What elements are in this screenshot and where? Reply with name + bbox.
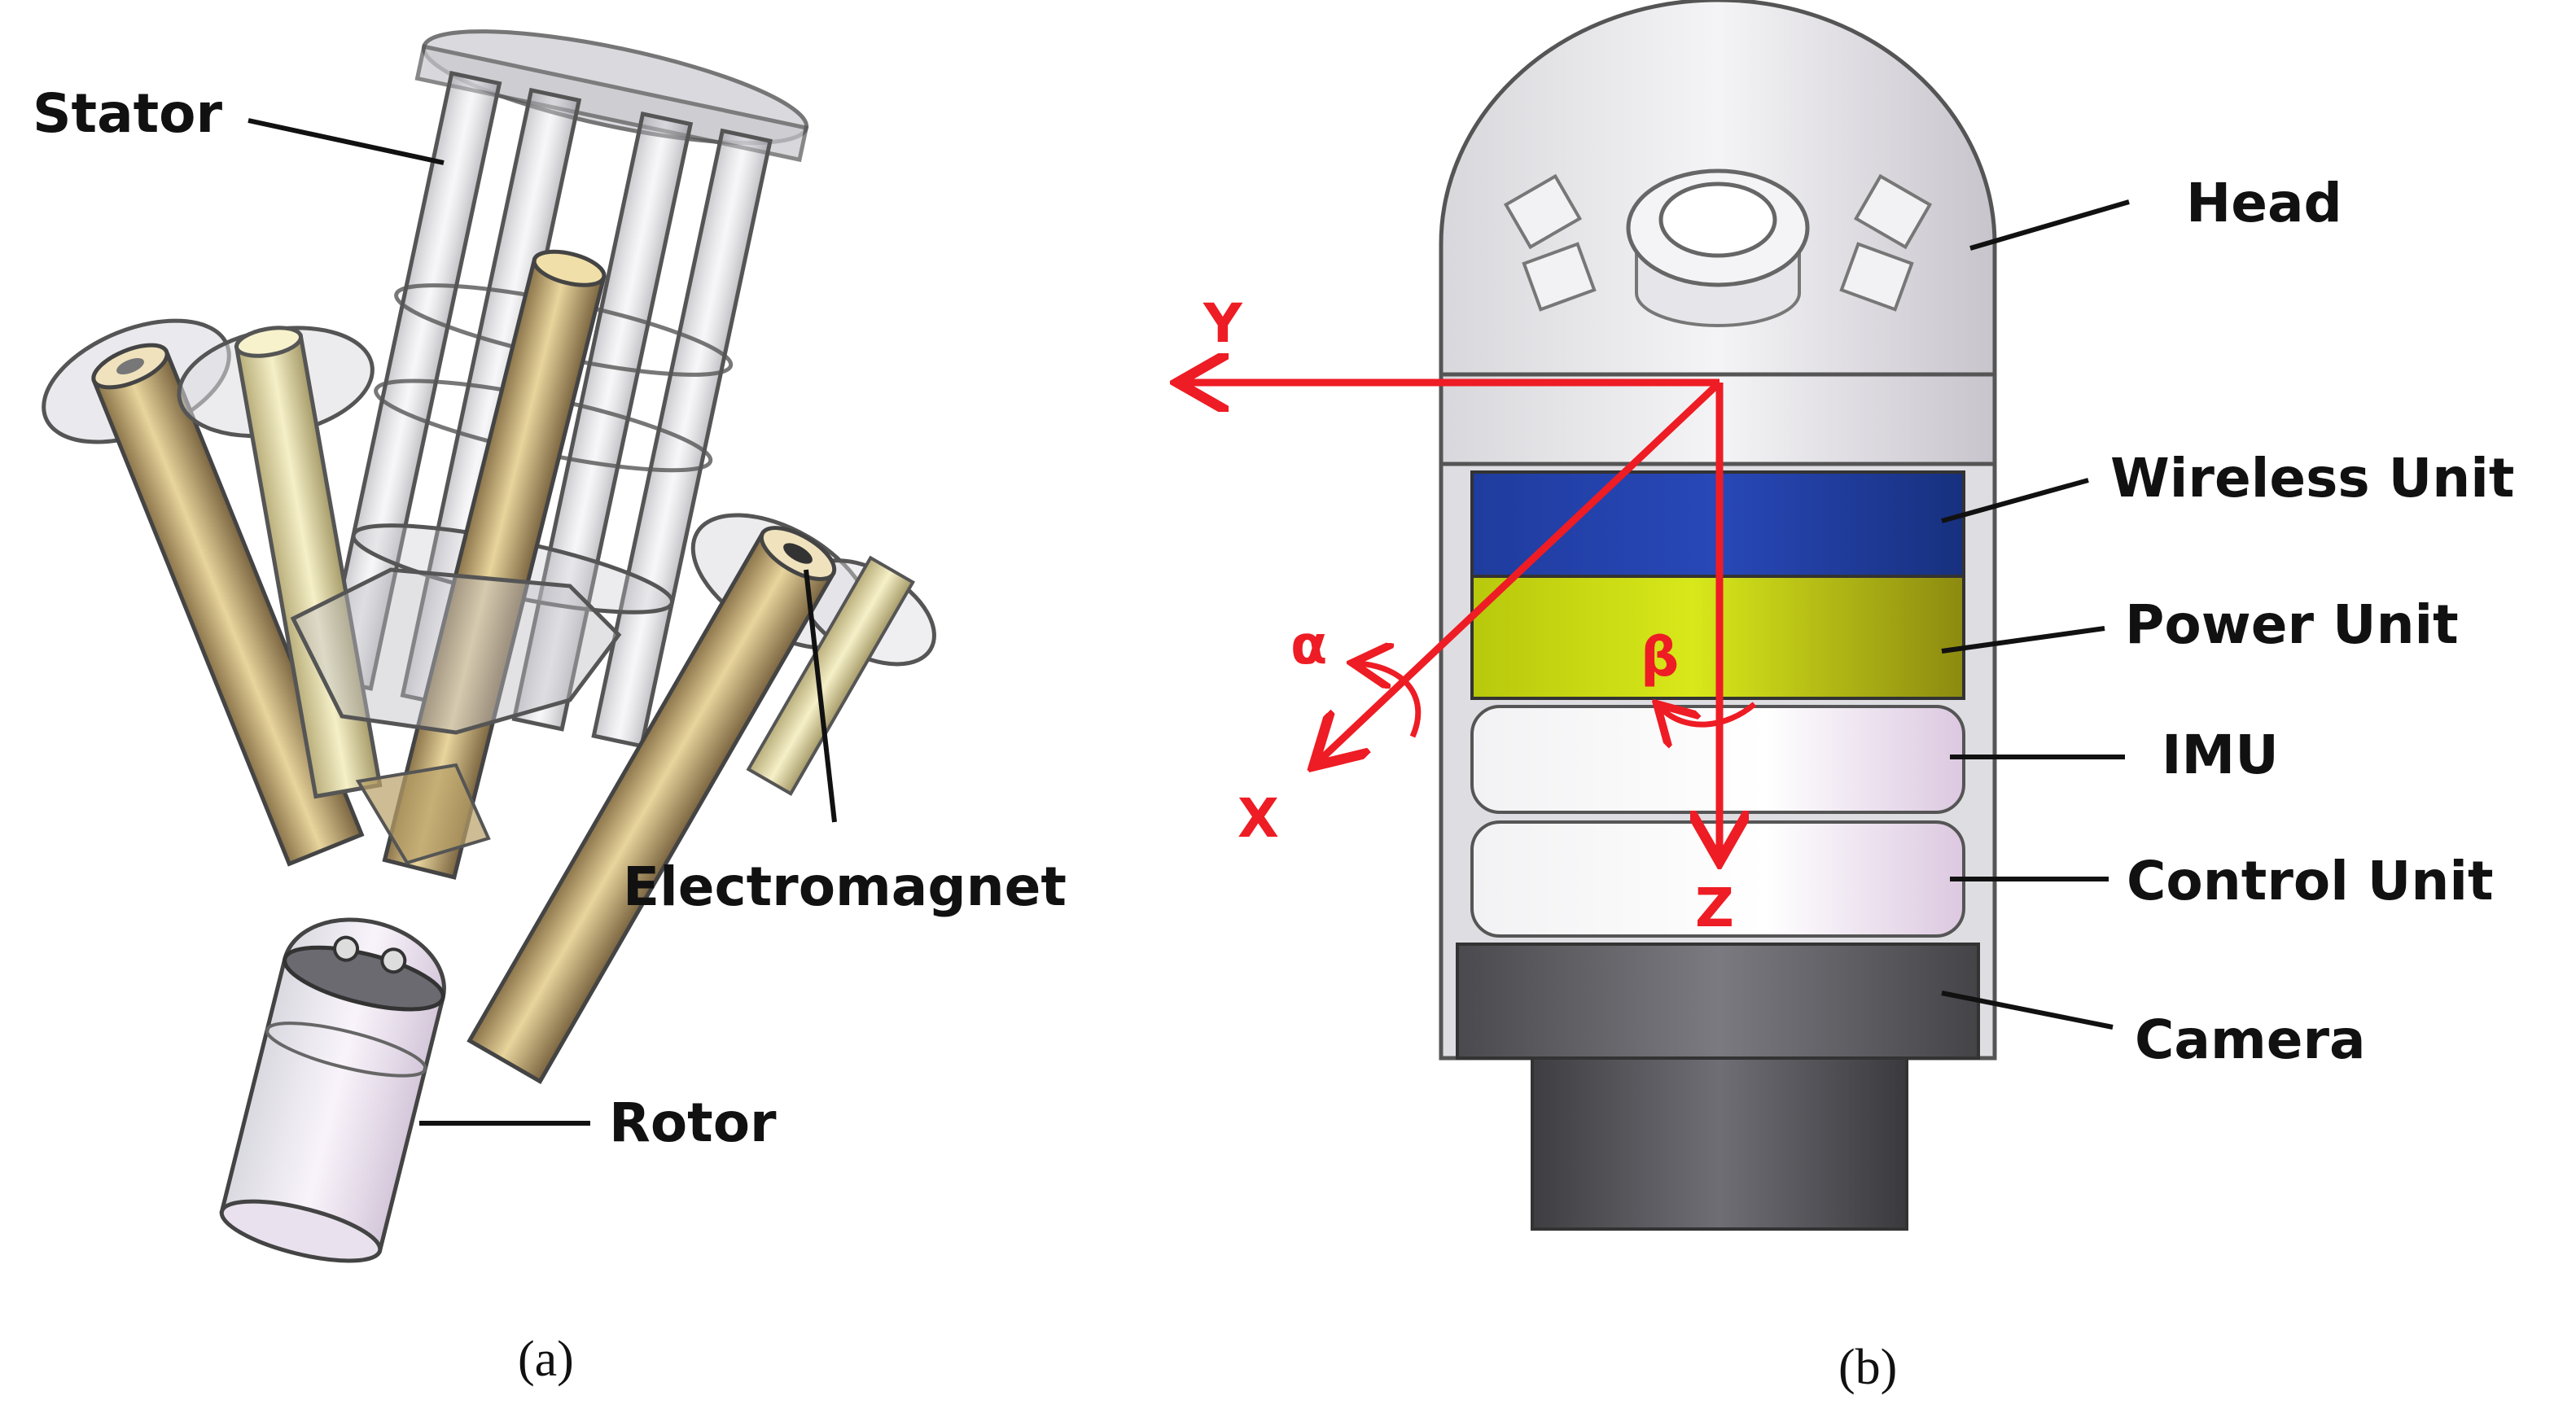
axis-label-beta: β — [1641, 626, 1679, 689]
left-middle-tube — [177, 326, 383, 799]
coordinate-axes: Y X Z α β — [1185, 292, 1757, 939]
label-rotor: Rotor — [609, 1091, 777, 1154]
axis-label-y: Y — [1203, 292, 1243, 355]
label-stator: Stator — [33, 82, 223, 145]
right-tube — [467, 513, 936, 1084]
alpha-rotation-arrow — [1358, 663, 1422, 738]
leader-power-unit — [1941, 626, 2105, 654]
panel-a-drawing — [42, 29, 936, 1263]
rotor-capsule — [219, 917, 446, 1263]
caption-a: (a) — [518, 1332, 574, 1387]
leader-head — [1969, 199, 2130, 251]
central-tube — [382, 249, 607, 880]
left-tube — [42, 318, 365, 867]
label-electromagnet: Electromagnet — [623, 855, 1067, 918]
axis-label-x: X — [1238, 787, 1279, 850]
camera-unit — [1456, 943, 1980, 1060]
leader-electromagnet — [804, 569, 837, 823]
caption-b: (b) — [1838, 1340, 1897, 1395]
head-dome — [1439, 0, 1997, 377]
label-imu: IMU — [2162, 724, 2279, 786]
label-control-unit: Control Unit — [2127, 850, 2494, 912]
axis-x-arrow — [1319, 379, 1723, 761]
label-power-unit: Power Unit — [2125, 593, 2459, 656]
beta-rotation-arrow — [1661, 704, 1757, 724]
stator-cage — [320, 29, 809, 749]
label-head: Head — [2186, 172, 2342, 234]
hub-joint — [290, 567, 622, 865]
axis-label-alpha: α — [1290, 614, 1327, 676]
label-camera: Camera — [2135, 1008, 2366, 1071]
lens-barrel — [1531, 1056, 1908, 1231]
panel-b-drawing: Y X Z α β — [1185, 0, 1997, 1231]
axis-label-z: Z — [1695, 877, 1734, 939]
leader-stator — [248, 118, 445, 165]
panel-a-labels: Stator Electromagnet Rotor (a) — [33, 82, 1067, 1387]
leader-camera — [1941, 991, 2114, 1030]
label-wireless-unit: Wireless Unit — [2110, 447, 2514, 510]
leader-wireless-unit — [1941, 478, 2089, 523]
panel-b-labels: Head Wireless Unit Power Unit IMU Contro… — [1838, 172, 2514, 1395]
